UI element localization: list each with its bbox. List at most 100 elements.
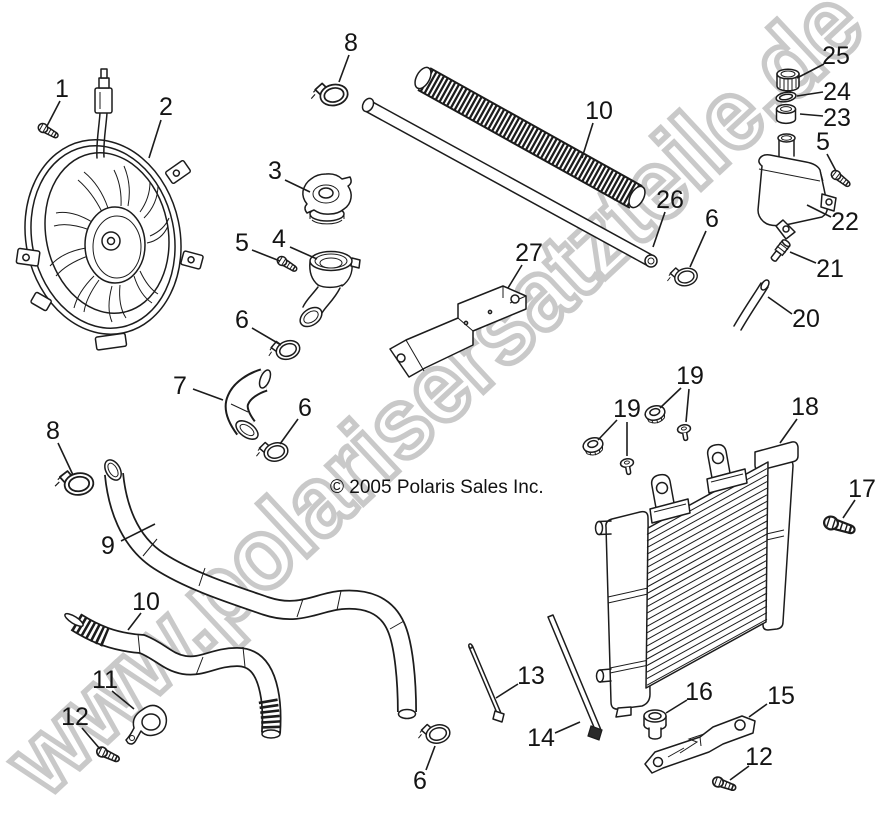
callout-leader-22 [806, 204, 832, 218]
callout-leader-17 [842, 499, 856, 519]
seal-ring-24 [775, 91, 797, 103]
callout-leader-5 [826, 153, 837, 172]
pin-19a [619, 456, 637, 477]
hose-10-drawing [64, 612, 282, 739]
callout-leader-10 [581, 122, 594, 159]
callout-leader-2 [148, 119, 162, 159]
callout-leader-25 [796, 63, 825, 79]
fan-wire [96, 112, 108, 159]
callout-4: 4 [272, 225, 286, 253]
callout-leader-19 [685, 388, 690, 423]
bracket-27-drawing [389, 285, 527, 378]
clamp-6c [663, 262, 700, 291]
copyright-text: © 2005 Polaris Sales Inc. [330, 477, 544, 498]
callout-leader-26 [652, 211, 666, 248]
callout-leader-5 [251, 249, 281, 262]
callout-leader-27 [507, 264, 523, 289]
grommet-19b [642, 402, 669, 427]
callout-leader-8 [338, 54, 350, 83]
callout-7: 7 [173, 372, 187, 400]
callout-6: 6 [413, 767, 427, 795]
callout-10: 10 [585, 97, 613, 125]
callout-18: 18 [791, 393, 819, 421]
tube-26-drawing [361, 97, 658, 268]
callout-leader-6 [689, 230, 707, 268]
callout-11: 11 [92, 666, 118, 694]
callout-leader-21 [789, 251, 817, 264]
callout-leader-3 [284, 179, 311, 193]
fan-blades [49, 165, 170, 323]
fan-connector [94, 68, 113, 114]
callout-19: 19 [676, 362, 704, 390]
callout-19: 19 [613, 395, 641, 423]
callout-leader-9 [120, 523, 156, 542]
fan-assembly-drawing [15, 68, 204, 351]
hose-20-drawing [733, 279, 770, 331]
callout-leader-6 [425, 745, 436, 771]
fitting-21 [770, 239, 791, 262]
grommet-19a [580, 434, 607, 459]
callout-leader-20 [767, 296, 793, 315]
callout-leader-14 [554, 721, 581, 734]
bolt-17 [821, 513, 858, 538]
callout-23: 23 [823, 104, 851, 132]
clamp-8a [307, 77, 351, 111]
bushing-23 [775, 103, 797, 125]
callout-leader-4 [289, 246, 318, 260]
pin-19b [676, 422, 694, 443]
callout-9: 9 [101, 532, 115, 560]
callout-leader-16 [665, 699, 688, 714]
callout-leader-12 [729, 765, 750, 781]
callout-leader-23 [799, 113, 824, 117]
callout-leader-1 [46, 100, 61, 127]
reservoir-cap-25 [776, 68, 800, 92]
callout-12: 12 [745, 743, 773, 771]
clamp-6d [414, 718, 453, 749]
callout-5: 5 [816, 128, 830, 156]
callout-21: 21 [816, 255, 844, 283]
corrugated-tube-10-drawing [414, 66, 646, 209]
callout-leader-18 [779, 418, 798, 444]
radiator-cap-drawing [302, 173, 352, 225]
bracket-15 [644, 715, 756, 774]
callout-3: 3 [268, 157, 282, 185]
callout-15: 15 [767, 682, 795, 710]
hose-9-drawing [104, 459, 417, 720]
callout-16: 16 [685, 678, 713, 706]
callout-13: 13 [517, 662, 545, 690]
callout-6: 6 [298, 394, 312, 422]
callout-leader-19 [597, 419, 618, 441]
callout-17: 17 [848, 475, 876, 503]
callout-leader-10 [127, 612, 142, 631]
callout-leader-15 [748, 703, 768, 718]
callout-6: 6 [235, 306, 249, 334]
callout-24: 24 [823, 78, 851, 106]
bolt-5a [274, 253, 300, 275]
reservoir-bottle-22 [757, 133, 837, 240]
callout-2: 2 [159, 93, 173, 121]
callout-leader-6 [279, 418, 299, 445]
callout-leader-19 [659, 387, 682, 409]
callout-25: 25 [822, 42, 850, 70]
clamp-8b [52, 466, 96, 499]
radiator-drawing [594, 441, 799, 718]
callout-6: 6 [705, 205, 719, 233]
callout-14: 14 [527, 724, 555, 752]
callout-10: 10 [132, 588, 160, 616]
callout-8: 8 [344, 29, 358, 57]
callout-5: 5 [235, 229, 249, 257]
callout-leader-24 [796, 91, 824, 97]
callouts-layer: 1234556666788910101112121314151617181919… [46, 29, 876, 795]
callout-27: 27 [515, 239, 543, 267]
callout-22: 22 [831, 208, 859, 236]
callout-leader-11 [111, 690, 135, 710]
callout-1: 1 [55, 75, 69, 103]
callout-leader-6 [251, 327, 282, 346]
hose-7-drawing [224, 368, 272, 440]
callout-8: 8 [46, 417, 60, 445]
grommet-16 [643, 709, 667, 740]
callout-leader-13 [495, 683, 519, 699]
